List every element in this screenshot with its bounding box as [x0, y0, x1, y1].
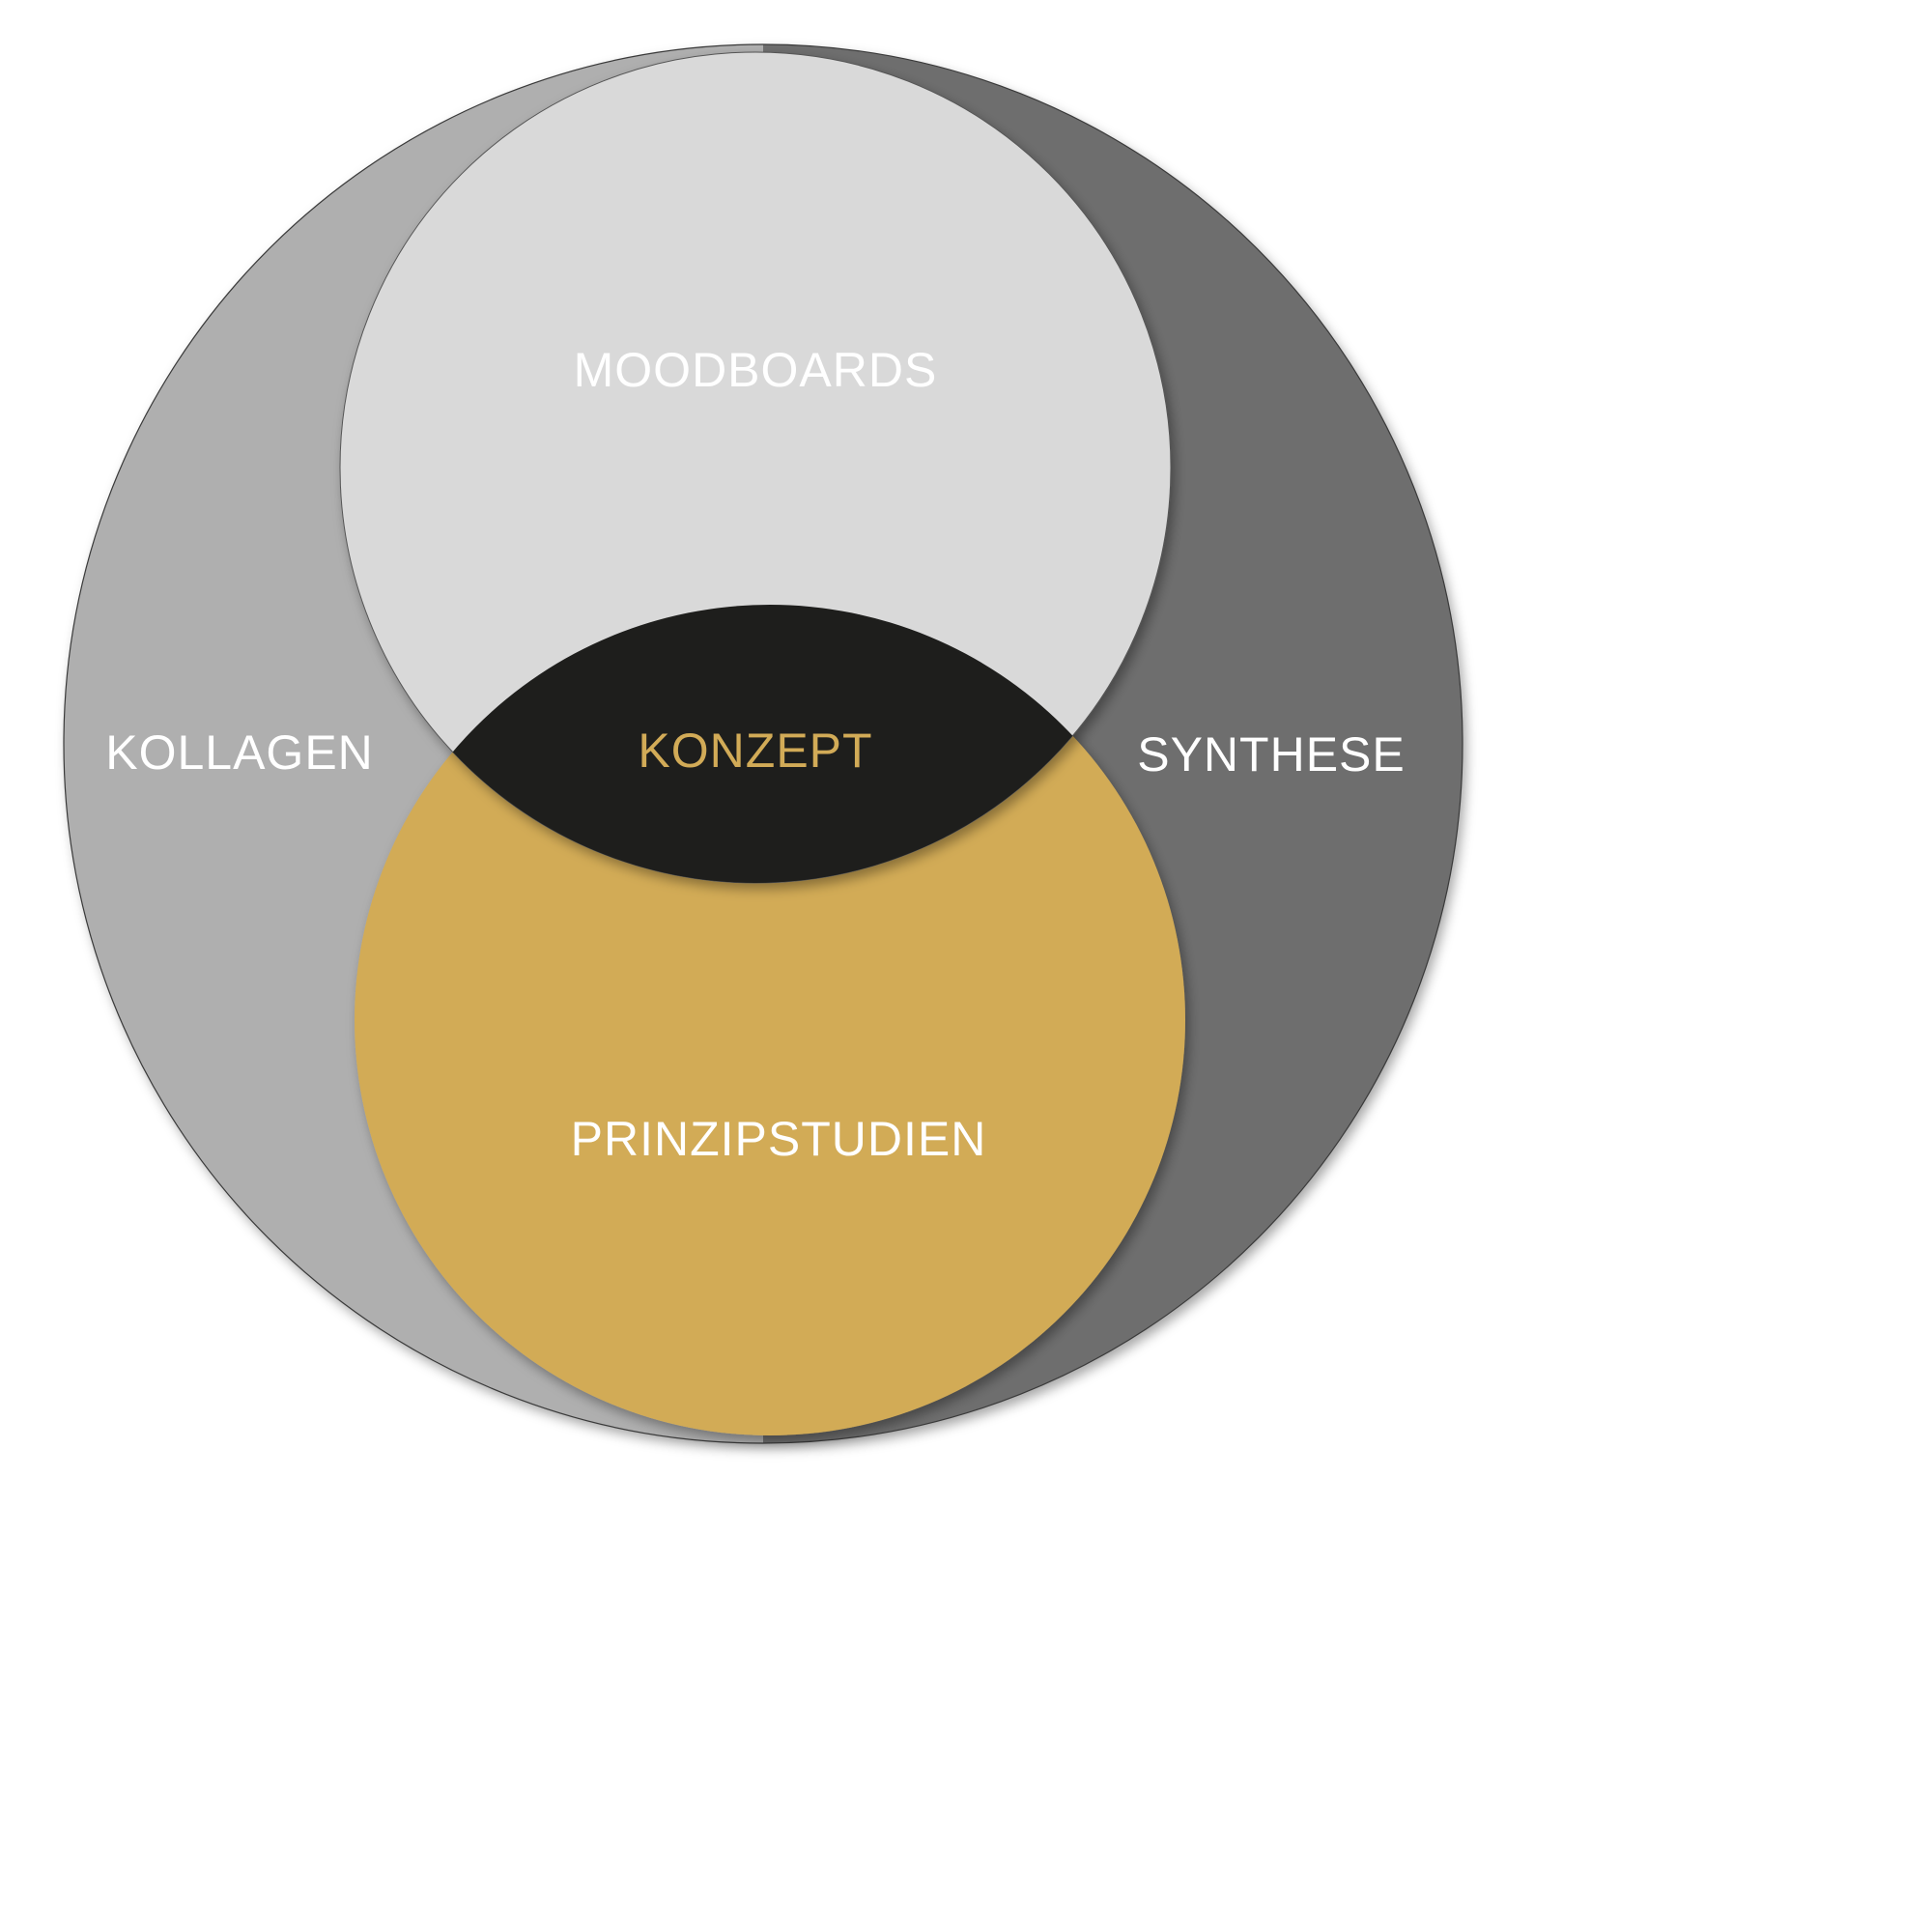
label-prinzipstudien: PRINZIPSTUDIEN — [571, 1112, 987, 1166]
label-synthese: SYNTHESE — [1137, 727, 1406, 781]
label-moodboards: MOODBOARDS — [574, 343, 938, 397]
label-kollagen: KOLLAGEN — [105, 725, 374, 780]
outer-circle-outline — [63, 43, 1463, 1444]
label-konzept: KONZEPT — [638, 724, 872, 778]
venn-diagram: MOODBOARDS KOLLAGEN KONZEPT SYNTHESE PRI… — [63, 43, 1463, 1444]
region-konzept — [355, 605, 1171, 883]
